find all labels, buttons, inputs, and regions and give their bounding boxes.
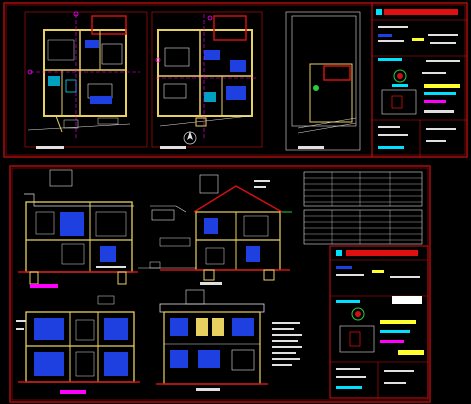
title-block-sheet-2 xyxy=(329,245,429,399)
upper-floor-plan xyxy=(151,11,263,149)
section-b xyxy=(138,174,292,285)
schedule-tables xyxy=(303,171,423,245)
front-elevation xyxy=(156,289,268,391)
section-a xyxy=(18,169,138,288)
sheet-1 xyxy=(3,2,468,158)
site-plan xyxy=(285,11,361,151)
sheet-2 xyxy=(9,165,431,403)
section-c xyxy=(16,295,140,394)
north-arrow-icon xyxy=(183,131,197,145)
notes-column xyxy=(272,322,302,366)
logo-icon xyxy=(392,69,408,87)
ground-floor-plan xyxy=(24,11,148,149)
title-block-sheet-1 xyxy=(371,2,468,158)
